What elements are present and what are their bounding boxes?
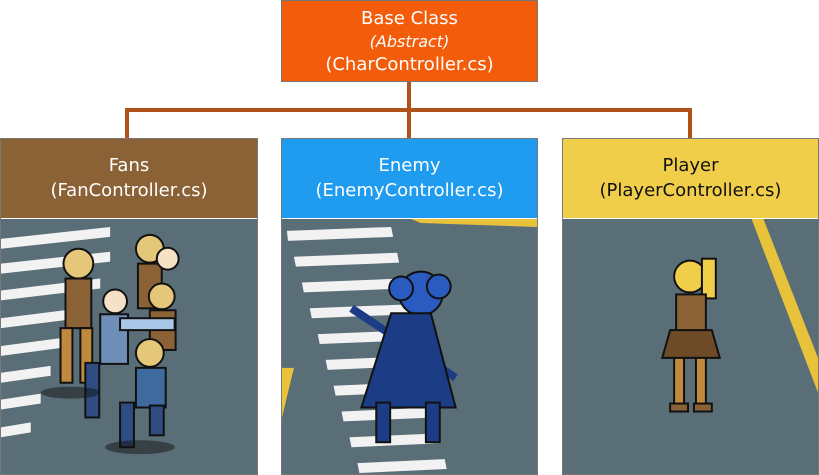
fans-file: (FanController.cs) (50, 180, 208, 201)
enemy-character (349, 270, 458, 444)
player-file: (PlayerController.cs) (599, 180, 782, 201)
base-class-file: (CharController.cs) (325, 54, 494, 75)
fans-title: Fans (108, 155, 150, 176)
player-title: Player (662, 155, 719, 176)
enemy-panel: Enemy (EnemyController.cs) (281, 138, 538, 475)
enemy-header: Enemy (EnemyController.cs) (282, 139, 537, 218)
player-panel: Player (PlayerController.cs) (562, 138, 819, 475)
fans-group-illustration (1, 219, 257, 474)
enemy-character-illustration (282, 219, 537, 474)
connector-lines (125, 82, 692, 138)
player-header: Player (PlayerController.cs) (563, 139, 818, 218)
player-character (660, 257, 722, 413)
player-character-illustration (563, 219, 818, 474)
base-class-box: Base Class (Abstract) (CharController.cs… (281, 0, 538, 82)
base-class-abstract-label: (Abstract) (369, 32, 450, 51)
fans-header: Fans (FanController.cs) (1, 139, 257, 218)
enemy-file: (EnemyController.cs) (315, 180, 504, 201)
enemy-title: Enemy (378, 155, 441, 176)
base-class-title: Base Class (361, 8, 458, 29)
fans-panel: Fans (FanController.cs) (0, 138, 258, 475)
